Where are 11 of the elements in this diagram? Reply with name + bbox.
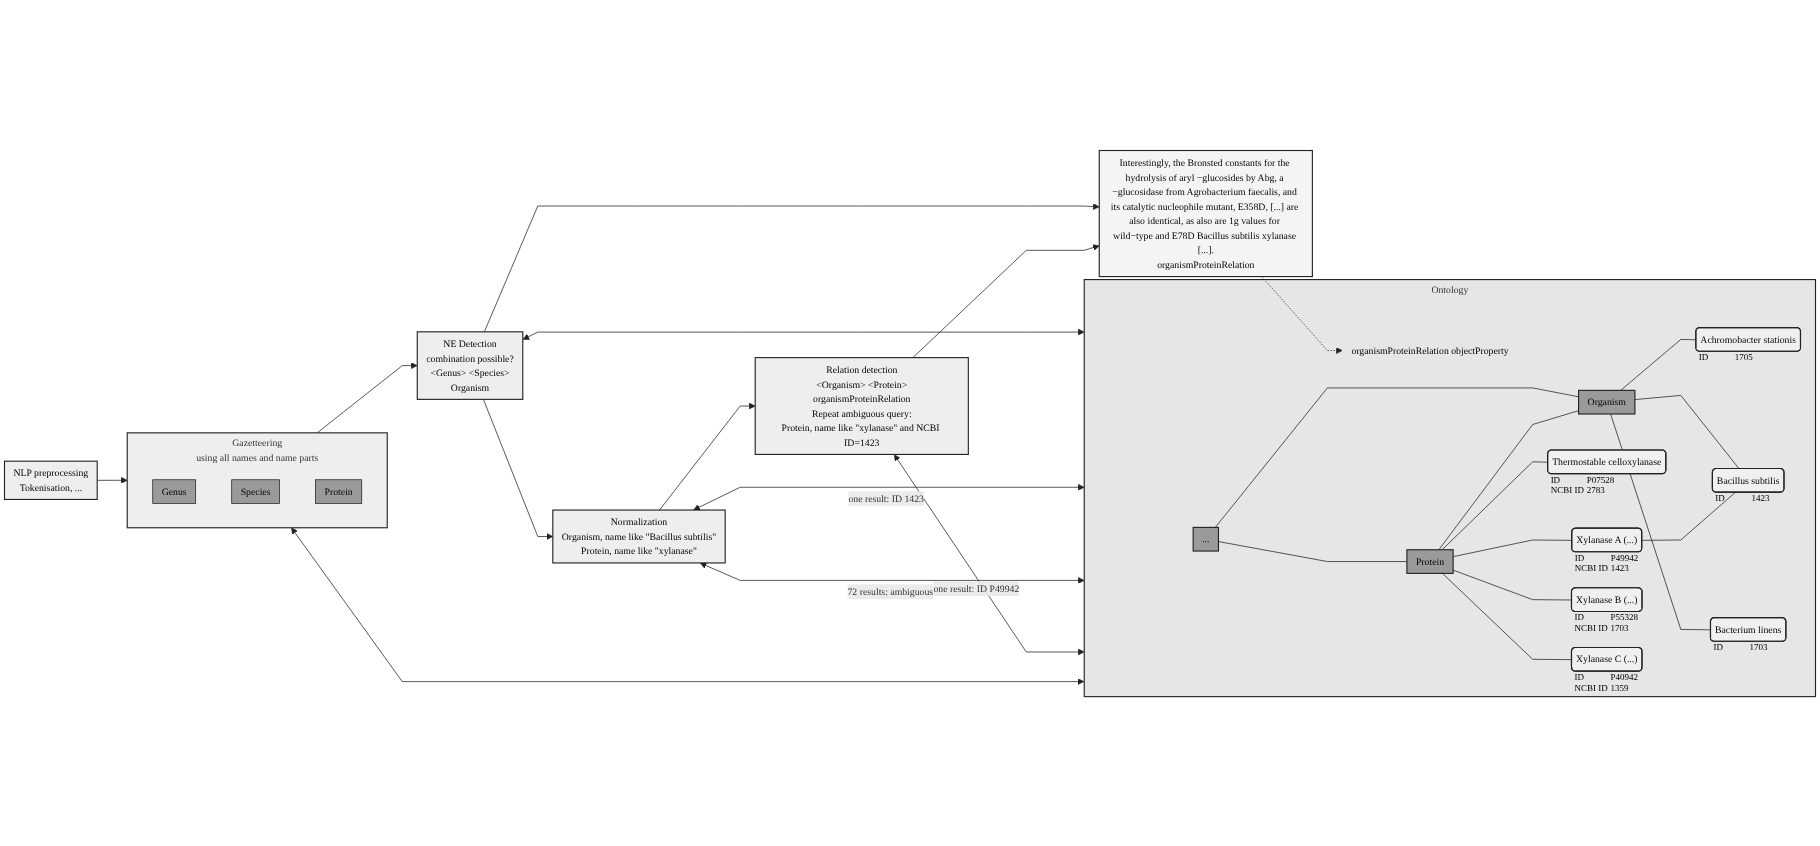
connector	[1620, 338, 1697, 391]
connector	[1452, 539, 1573, 557]
connector	[1610, 413, 1712, 630]
connector	[1438, 409, 1579, 550]
connector	[1452, 569, 1573, 600]
connector	[1641, 491, 1736, 541]
connector	[1214, 386, 1579, 528]
connector	[1442, 572, 1573, 660]
connector	[1218, 540, 1408, 562]
connector	[1441, 460, 1549, 550]
connector	[1634, 394, 1740, 469]
